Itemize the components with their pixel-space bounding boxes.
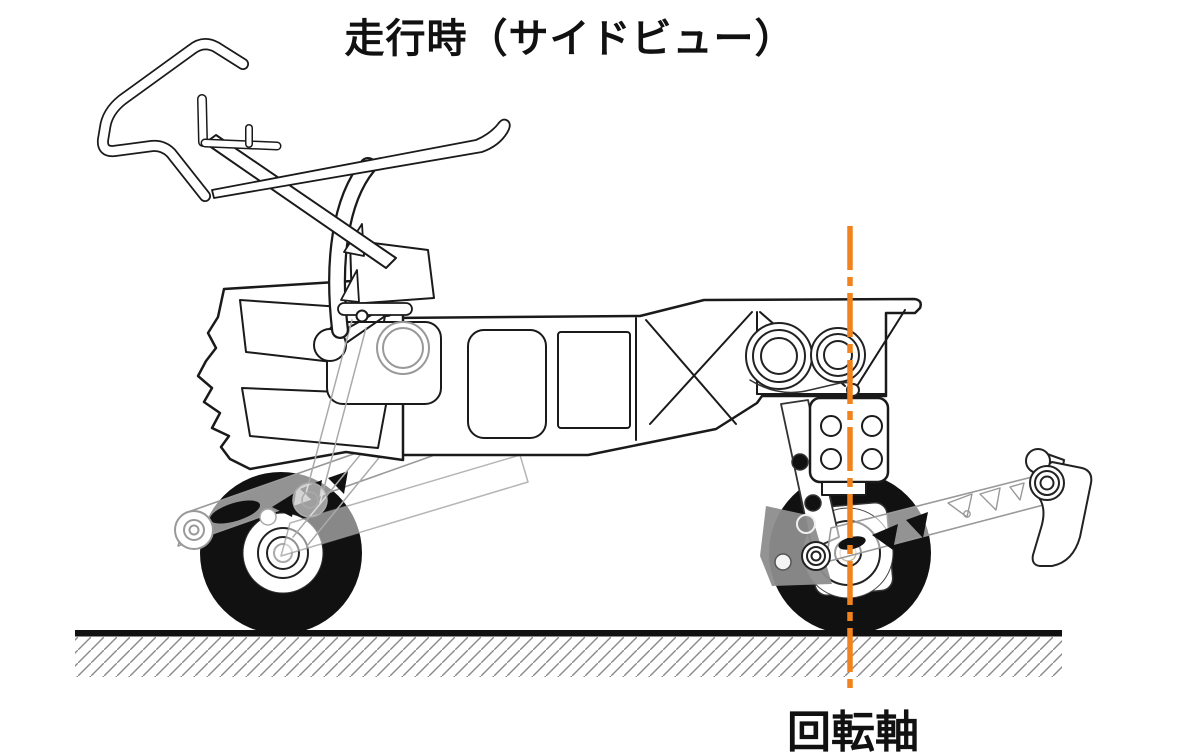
rear-arm <box>825 472 1052 563</box>
ground <box>75 630 1062 677</box>
rear-leg-hook <box>1025 448 1093 567</box>
bolt-bracket <box>808 396 890 496</box>
handlebar <box>96 38 282 202</box>
diagram-title: 走行時（サイドビュー） <box>344 16 796 62</box>
rear-hub-bracket <box>760 506 832 586</box>
steering-tubes <box>204 118 511 269</box>
ground-line <box>75 630 1062 637</box>
rotation-axis-label: 回転軸 <box>787 707 919 754</box>
ground-hatch <box>75 637 1062 677</box>
hoop-column <box>328 157 435 339</box>
